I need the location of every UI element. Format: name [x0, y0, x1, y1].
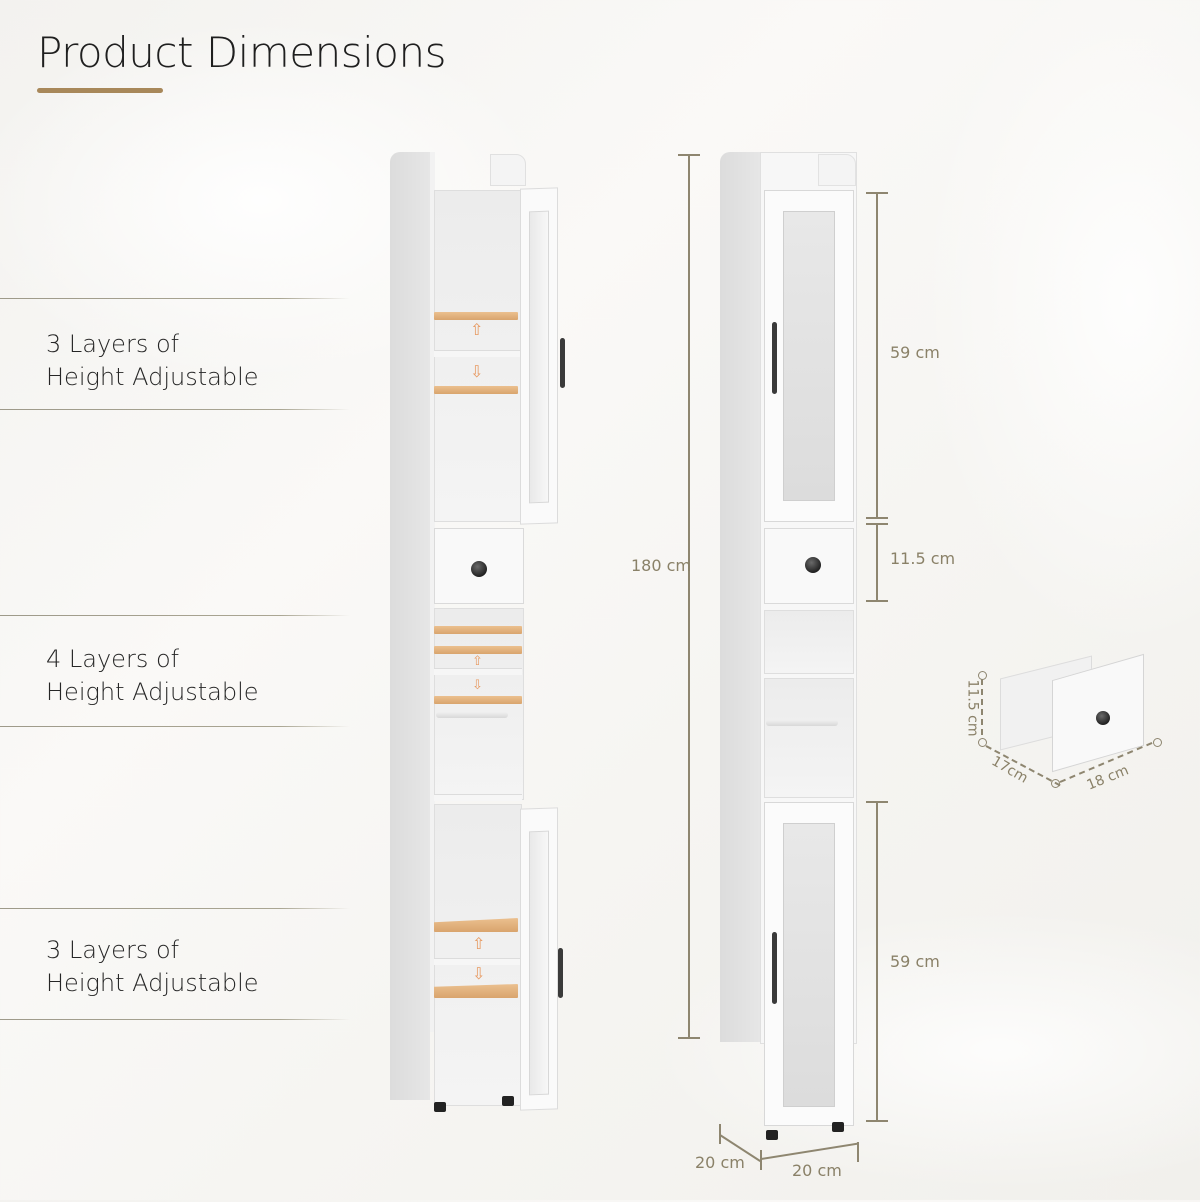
fixed-shelf: [434, 794, 522, 801]
depth-label: 20 cm: [695, 1153, 745, 1172]
door-handle-icon: [560, 338, 565, 388]
divider: [0, 726, 350, 727]
divider: [0, 908, 350, 909]
divider: [0, 1019, 350, 1020]
drawer-front: [434, 528, 524, 604]
frosted-glass-panel: [783, 823, 835, 1107]
door-handle-icon: [772, 322, 777, 394]
paper-holder-rod: [436, 712, 508, 718]
cabinet-side-panel: [720, 152, 760, 1042]
open-shelf: [764, 678, 854, 798]
height-dimension-line: [688, 154, 690, 1039]
cabinet-foot: [832, 1122, 844, 1132]
feature-line1: 3 Layers of: [46, 936, 180, 964]
frosted-glass-panel: [783, 211, 835, 501]
fixed-shelf: [434, 668, 522, 675]
divider: [0, 615, 350, 616]
page-title: Product Dimensions: [37, 28, 446, 77]
width-label: 20 cm: [792, 1161, 842, 1180]
feature-middle-shelves: 4 Layers of Height Adjustable: [0, 615, 350, 727]
arrow-down-icon: ⇩: [472, 964, 486, 983]
open-shelf: [764, 610, 854, 674]
feature-line1: 4 Layers of: [46, 645, 180, 673]
feature-line2: Height Adjustable: [46, 969, 259, 997]
lower-door: [764, 802, 854, 1126]
cabinet-foot: [502, 1096, 514, 1106]
feature-upper-shelves: 3 Layers of Height Adjustable: [0, 298, 350, 410]
drawer-knob-icon: [1096, 711, 1110, 725]
total-height-label: 180 cm: [631, 556, 692, 575]
drawer-dimension-line: [876, 523, 878, 601]
upper-door: [764, 190, 854, 522]
adjustable-shelf: [434, 646, 522, 654]
lower-door-height-label: 59 cm: [890, 952, 940, 971]
open-cabinet-illustration: ⇧ ⇩ ⇧ ⇩ ⇧ ⇩: [390, 152, 570, 1202]
upper-door-height-label: 59 cm: [890, 343, 940, 362]
lower-door-dimension-line: [876, 801, 878, 1121]
cabinet-foot: [766, 1130, 778, 1140]
arrow-up-icon: ⇧: [472, 654, 483, 669]
divider: [0, 409, 350, 410]
drawer-detail-height-label: 11.5 cm: [964, 679, 981, 737]
drawer-detail-illustration: [990, 645, 1150, 773]
adjustable-shelf: [434, 626, 522, 634]
adjustable-shelf: [434, 918, 518, 932]
cabinet-foot: [434, 1102, 446, 1112]
drawer-height-label: 11.5 cm: [890, 549, 956, 568]
feature-line1: 3 Layers of: [46, 330, 180, 358]
lower-compartment: [434, 804, 522, 1106]
fixed-shelf: [434, 350, 520, 357]
adjustable-shelf: [434, 984, 518, 998]
upper-door-dimension-line: [876, 192, 878, 518]
feature-line2: Height Adjustable: [46, 363, 259, 391]
door-handle-icon: [558, 948, 563, 998]
fixed-shelf: [434, 958, 520, 965]
drawer-knob-icon: [471, 561, 487, 577]
arrow-up-icon: ⇧: [472, 934, 486, 953]
adjustable-shelf: [434, 696, 522, 704]
lower-door-open: [520, 807, 558, 1111]
arrow-down-icon: ⇩: [470, 362, 484, 381]
closed-cabinet-illustration: [720, 152, 860, 1162]
arrow-down-icon: ⇩: [472, 678, 483, 693]
arrow-up-icon: ⇧: [470, 320, 484, 339]
title-underline: [37, 88, 163, 93]
feature-line2: Height Adjustable: [46, 678, 259, 706]
paper-holder-rod: [766, 720, 838, 726]
adjustable-shelf: [434, 386, 518, 394]
drawer-knob-icon: [805, 557, 821, 573]
adjustable-shelf: [434, 312, 518, 320]
feature-lower-shelves: 3 Layers of Height Adjustable: [0, 908, 350, 1020]
door-handle-icon: [772, 932, 777, 1004]
divider: [0, 298, 350, 299]
middle-compartment: [434, 608, 524, 800]
upper-door-open: [520, 187, 558, 525]
drawer-front: [764, 528, 854, 604]
